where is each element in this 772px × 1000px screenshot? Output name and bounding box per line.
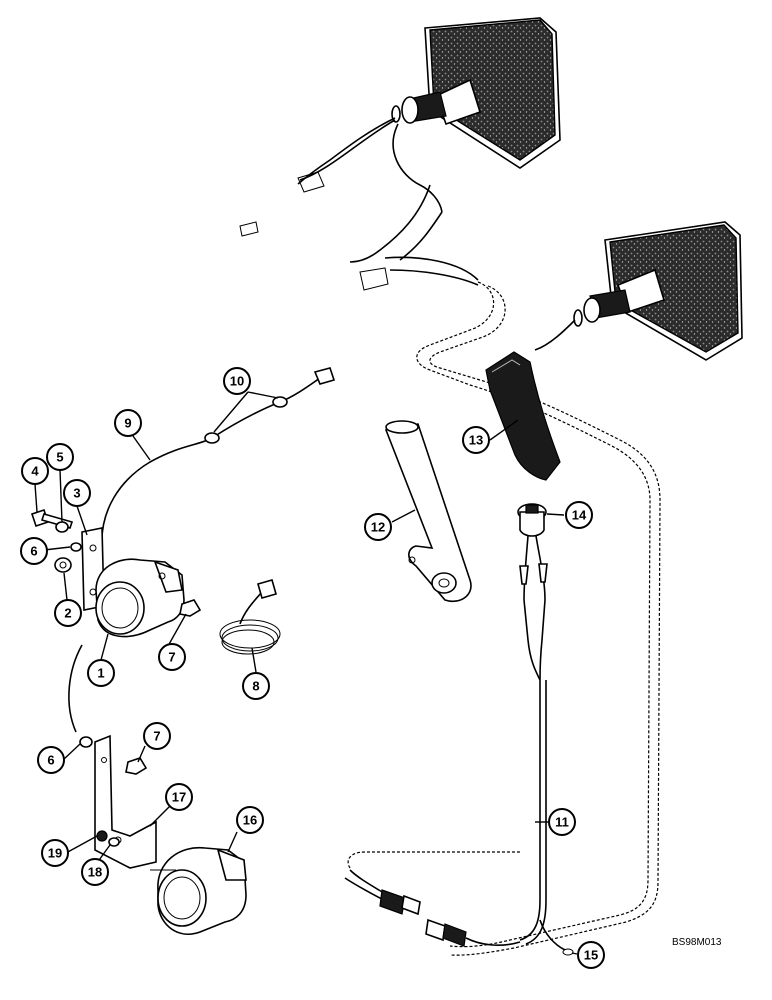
callout-3: 3	[63, 479, 91, 507]
svg-text:8: 8	[252, 679, 259, 694]
svg-text:17: 17	[172, 790, 186, 805]
cable-11	[519, 599, 574, 956]
motor-assembly-lower	[79, 734, 247, 935]
svg-text:11: 11	[555, 815, 569, 830]
switch	[517, 503, 548, 601]
callout-4: 4	[21, 457, 49, 485]
callout-14: 14	[565, 501, 593, 529]
callout-2: 2	[54, 599, 82, 627]
upper-work-lamp	[391, 17, 561, 169]
callout-13: 13	[462, 426, 490, 454]
svg-text:18: 18	[88, 865, 102, 880]
handle-tube	[384, 420, 472, 602]
callout-7-lower: 7	[143, 722, 171, 750]
upper-lamp-harness	[239, 117, 479, 291]
svg-text:14: 14	[572, 508, 587, 523]
grommet-b	[272, 396, 288, 408]
leader-lines	[34, 391, 578, 955]
callout-18: 18	[81, 858, 109, 886]
svg-text:7: 7	[168, 650, 175, 665]
svg-text:13: 13	[469, 433, 483, 448]
motor-assembly-upper	[30, 508, 202, 638]
callout-16: 16	[236, 806, 264, 834]
cable-assembly	[101, 367, 336, 548]
callout-6-upper: 6	[20, 537, 48, 565]
grip-handle	[485, 351, 561, 481]
bottom-connectors	[344, 851, 521, 947]
svg-text:1: 1	[97, 666, 104, 681]
svg-text:6: 6	[30, 544, 37, 559]
svg-text:19: 19	[48, 846, 62, 861]
svg-text:9: 9	[124, 416, 131, 431]
callout-19: 19	[41, 839, 69, 867]
callout-5: 5	[46, 443, 74, 471]
bracket	[94, 734, 157, 869]
svg-text:10: 10	[230, 374, 244, 389]
grommet-a	[204, 432, 220, 444]
figure-code: BS98M013	[672, 937, 722, 948]
svg-text:2: 2	[64, 606, 71, 621]
callout-6-lower: 6	[37, 746, 65, 774]
assembly-arrow	[68, 644, 83, 733]
wiring-harness-coil	[219, 579, 281, 655]
svg-text:16: 16	[243, 813, 257, 828]
svg-text:15: 15	[584, 948, 598, 963]
svg-text:7: 7	[153, 729, 160, 744]
right-work-lamp	[534, 221, 743, 361]
callout-12: 12	[364, 513, 392, 541]
callout-7-upper: 7	[158, 643, 186, 671]
callout-1: 1	[87, 659, 115, 687]
svg-text:12: 12	[371, 520, 385, 535]
svg-text:5: 5	[56, 450, 63, 465]
callout-8: 8	[242, 672, 270, 700]
callout-17: 17	[165, 783, 193, 811]
svg-text:4: 4	[31, 464, 39, 479]
svg-text:6: 6	[47, 753, 54, 768]
callout-11: 11	[548, 808, 576, 836]
callout-9: 9	[114, 409, 142, 437]
main-harness	[416, 281, 661, 956]
callout-10: 10	[223, 367, 251, 395]
callout-15: 15	[577, 941, 605, 969]
svg-text:3: 3	[73, 486, 80, 501]
